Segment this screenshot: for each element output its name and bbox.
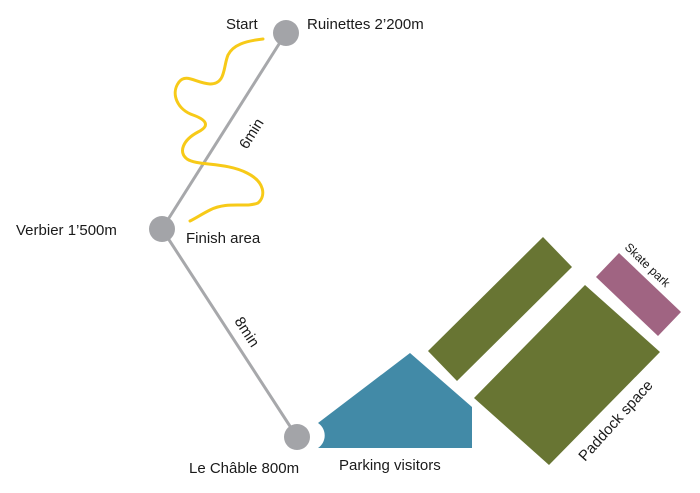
station-label-ruinettes: Ruinettes 2’200m: [307, 16, 424, 33]
time-label-lower: 8min: [231, 314, 263, 351]
start-label: Start: [226, 16, 259, 33]
paddock-space-area[interactable]: [474, 285, 660, 465]
parking-label: Parking visitors: [339, 457, 441, 474]
finish-area-label: Finish area: [186, 230, 261, 247]
station-ruinettes[interactable]: [273, 20, 299, 46]
parking-area[interactable]: [318, 353, 472, 448]
station-label-le-chable: Le Châble 800m: [189, 460, 299, 477]
lift-line-lower: [160, 228, 299, 438]
skate-park-area[interactable]: [596, 253, 681, 336]
station-label-verbier: Verbier 1’500m: [16, 222, 117, 239]
paddock-upper-area[interactable]: [428, 237, 572, 381]
time-label-upper: 6min: [236, 116, 268, 153]
station-le-chable[interactable]: [284, 424, 310, 450]
race-course: [173, 37, 265, 223]
lift-line-upper: [160, 32, 288, 230]
station-verbier[interactable]: [149, 216, 175, 242]
